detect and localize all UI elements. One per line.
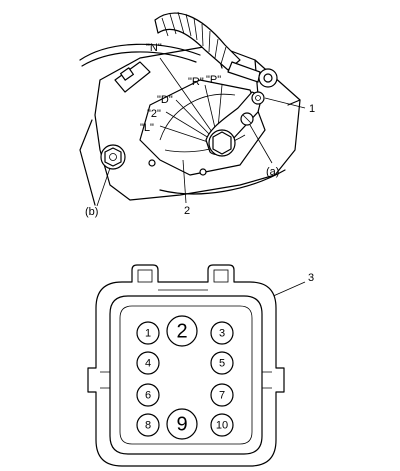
pin-number: 3 (219, 328, 225, 340)
pin-circle (210, 413, 234, 437)
pin-number: 7 (219, 390, 225, 402)
pin-circle (166, 315, 198, 347)
shaft-nut (212, 131, 232, 155)
pin-circle (136, 413, 160, 437)
pin-number: 10 (216, 420, 228, 432)
case-outline (94, 44, 301, 201)
pin-circle (166, 408, 198, 440)
pin-circle (210, 383, 234, 407)
pin-cavity: 7 (210, 383, 234, 407)
connector-face: 3 1 2 3 4 5 6 7 8 9 10 (87, 264, 314, 467)
pin-cavity: 4 (136, 351, 160, 375)
connector-pins: 1 2 3 4 5 6 7 8 9 10 (136, 315, 234, 440)
pin-cavity: 10 (210, 413, 234, 437)
pin-circle (136, 351, 160, 375)
pin-circle (136, 321, 160, 345)
callout-3: 3 (308, 272, 314, 284)
pin-circle (210, 321, 234, 345)
bolt-b (100, 144, 126, 170)
range-position-lines (159, 57, 223, 143)
callout-2: 2 (184, 205, 190, 217)
label-drive: "D" (157, 94, 173, 106)
pin-cavity: 6 (136, 383, 160, 407)
leader-b (96, 167, 111, 207)
label-park: "P" (206, 74, 221, 86)
pin-cavity: 9 (166, 408, 198, 440)
label-low: "L" (140, 122, 154, 134)
pin-cavity: 1 (136, 321, 160, 345)
pin-circle (136, 383, 160, 407)
label-neutral: "N" (146, 42, 162, 54)
pin-cavity: 8 (136, 413, 160, 437)
leader-1 (264, 97, 306, 109)
pin-cavity: 3 (210, 321, 234, 345)
pin-number: 4 (145, 358, 151, 370)
lever-pin (251, 91, 265, 105)
callout-a: (a) (266, 166, 279, 178)
pin-cavity: 5 (210, 351, 234, 375)
cable-boot (154, 11, 241, 71)
leader-a (249, 124, 273, 164)
pin-number: 6 (145, 390, 151, 402)
callout-1: 1 (309, 103, 315, 115)
label-reverse: "R" (188, 76, 204, 88)
pin-number: 5 (219, 358, 225, 370)
background-cable (79, 43, 201, 61)
pin-number: 2 (176, 321, 187, 343)
callout-b: (b) (85, 206, 98, 218)
pin-circle (210, 351, 234, 375)
range-switch-assembly: "N" "R" "P" "D" "2" "L" 1 (a) 2 (b) (79, 11, 315, 218)
pin-number: 9 (176, 414, 187, 436)
leader-2 (182, 159, 187, 204)
pin-number: 1 (145, 328, 151, 340)
pin-number: 8 (145, 420, 151, 432)
pin-cavity: 2 (166, 315, 198, 347)
label-second: "2" (147, 108, 161, 120)
